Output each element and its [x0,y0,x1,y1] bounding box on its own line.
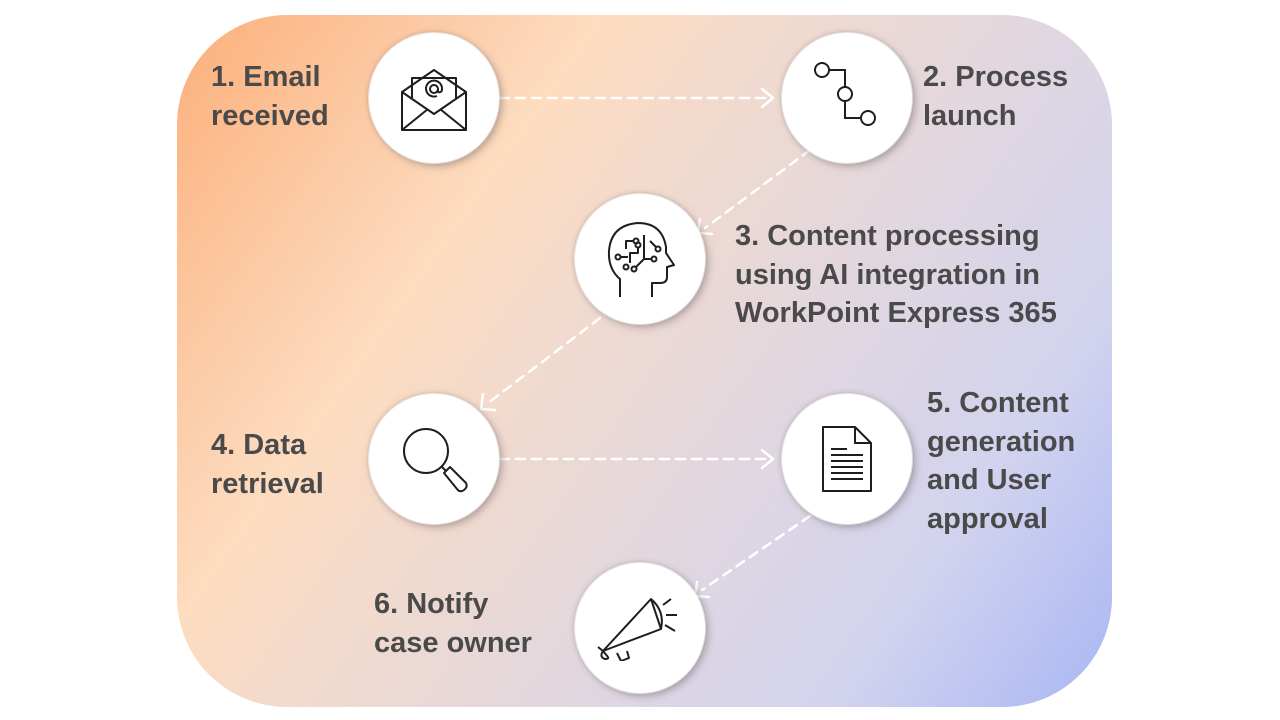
connector-3-4 [486,316,602,405]
connector-5-6 [700,514,812,592]
document-icon [822,426,872,492]
step-4-label: 4. Data retrieval [211,429,324,500]
step-4-node [369,394,499,524]
arrowhead-4-5 [760,448,775,470]
step-2-node [782,33,912,163]
step-3-label: 3. Content processing using AI integrati… [735,220,1057,329]
step-6-node [575,563,705,693]
step-6-label: 6. Notify case owner [374,588,532,659]
step-2-label: 2. Process launch [923,61,1069,132]
step-5-label: 5. Content generation and User approval [927,387,1076,535]
step-1-label: 1. Email received [211,61,329,132]
arrowhead-3-4 [479,392,497,412]
email-icon [401,69,467,131]
ai-head-icon [607,222,675,297]
process-flow-icon [814,62,876,126]
step-1-node [369,33,499,163]
search-icon [403,428,468,493]
step-3-node [575,194,705,324]
connector-2-3 [703,148,812,230]
step-5-node [782,394,912,524]
arrowhead-1-2 [760,87,775,109]
megaphone-icon [597,598,677,661]
